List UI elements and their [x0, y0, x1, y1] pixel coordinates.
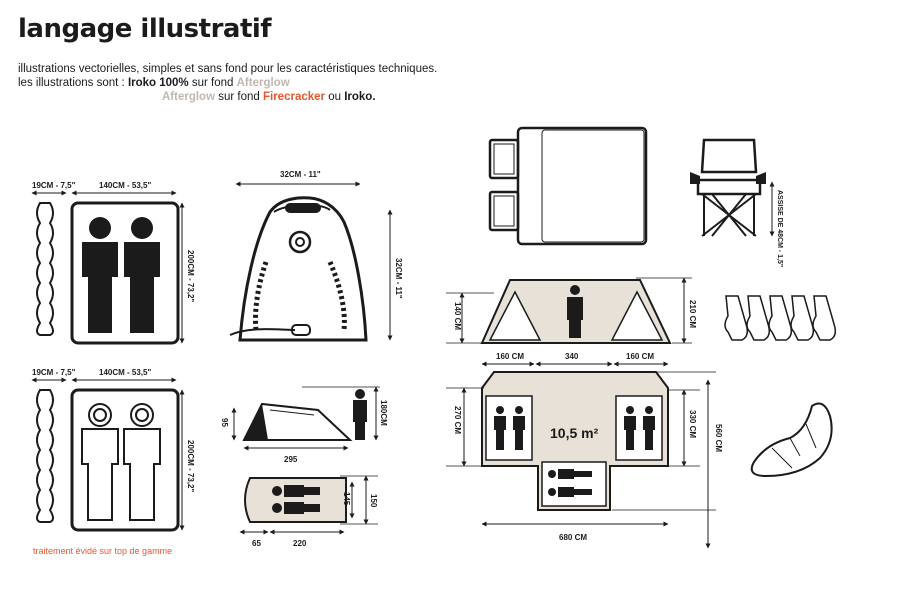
dim-label-thin-width: 19CM - 7,5"	[32, 181, 76, 190]
dim-label-floor-inner: 145	[342, 492, 351, 506]
bag-buckle	[291, 324, 311, 336]
sleeping-people-icon	[548, 469, 592, 497]
person-standing-icon	[353, 389, 367, 440]
socks-illustration	[724, 295, 837, 341]
small-tent-top-illustration: 145 150 65 220	[239, 475, 378, 548]
intro-sur-fond: sur fond	[188, 77, 237, 89]
dim-label-center-height: 210 CM	[688, 300, 697, 328]
dim-label-floor-outer: 150	[369, 494, 378, 508]
dim-label-total-width: 680 CM	[559, 533, 587, 542]
mattress-outline	[70, 201, 180, 345]
sleeping-people-icon	[272, 485, 320, 514]
dim-label-bag-width: 32CM - 11"	[280, 170, 321, 179]
intro-prefix: les illustrations sont :	[18, 77, 128, 89]
pillow-icon	[488, 190, 520, 232]
iroko-label-2: Iroko.	[344, 91, 376, 103]
chair-back	[700, 138, 758, 174]
person-outline-icon	[81, 403, 119, 521]
dim-label-depth-inner: 330 CM	[688, 410, 697, 438]
dim-label-main-width: 140CM - 53,5"	[99, 368, 151, 377]
intro-line-3: Afterglow sur fond Firecracker ou Iroko.	[18, 90, 437, 104]
pillow-inner	[493, 143, 515, 175]
tent-door-panel	[244, 404, 268, 440]
bag-top-handle	[285, 203, 321, 213]
bag-valve-icon	[288, 230, 312, 254]
dim-label-bag-height: 32CM - 11"	[394, 258, 403, 299]
dim-label-side-height: 140 CM	[453, 302, 462, 330]
dim-label-center-width: 340	[565, 352, 579, 361]
pillow-icon	[488, 138, 520, 180]
tent-window-right	[610, 290, 664, 341]
sock-icon	[746, 295, 771, 341]
dim-label-thin-width: 19CM - 7,5"	[32, 368, 76, 377]
folding-chair-illustration: ASSISE DE 48CM - 1,5"	[690, 138, 783, 267]
bedroom-bottom	[541, 461, 607, 507]
page-title: langage illustratif	[18, 14, 272, 44]
dim-label-seat-height: ASSISE DE 48CM - 1,5"	[776, 190, 783, 267]
mattress-bottom-illustration: 19CM - 7,5" 140CM - 53,5" 200CM - 73,2"	[31, 368, 195, 532]
chair-armrests	[690, 172, 766, 184]
bag-zipper-right	[327, 261, 347, 331]
intro-ou: ou	[325, 91, 345, 103]
big-tent-floorplan-illustration: 160 CM 340 160 CM 10,5 m² 270 CM 330 CM	[446, 352, 723, 549]
chair-legs	[701, 193, 757, 237]
chair-seat	[696, 178, 762, 196]
dim-label-room-left: 160 CM	[496, 352, 524, 361]
person-standing-icon	[567, 285, 583, 338]
dim-label-depth-total: 560 CM	[714, 424, 723, 452]
dim-label-person-height: 180CM	[379, 400, 388, 426]
floor-area-label: 10,5 m²	[550, 425, 599, 441]
afterglow-label-2: Afterglow	[162, 91, 216, 103]
footnote: traitement évidé sur top de gamme	[33, 546, 173, 556]
firecracker-label: Firecracker	[262, 91, 326, 103]
small-tent-side-illustration: 95 180CM 295	[220, 386, 388, 464]
dim-label-tent-length: 295	[284, 455, 298, 464]
thin-mattress-roll	[36, 389, 54, 523]
person-icon	[624, 406, 655, 450]
intro-line-2: les illustrations sont : Iroko 100% sur …	[18, 76, 437, 90]
iroko-label: Iroko 100%	[127, 77, 189, 89]
tent-ridge-line	[269, 409, 315, 416]
mattress-outline	[70, 388, 180, 532]
bag-valve-center	[295, 237, 305, 247]
intro-line-1: illustrations vectorielles, simples et s…	[18, 63, 438, 75]
ankle-sock-outline	[750, 402, 833, 478]
dim-label-main-width: 140CM - 53,5"	[99, 181, 151, 190]
sock-icon	[768, 295, 793, 341]
dim-label-tent-height: 95	[220, 418, 229, 427]
bedroom-right	[615, 395, 663, 461]
bag-outline	[516, 126, 648, 246]
ankle-sock-mesh	[771, 423, 817, 469]
ankle-sock-illustration	[750, 402, 833, 478]
person-icon	[124, 217, 160, 333]
packed-bag-illustration: 32CM - 11" 32CM - 11"	[229, 170, 403, 342]
dim-label-depth-left: 270 CM	[453, 406, 462, 434]
bedroom-left	[485, 395, 533, 461]
person-outline-icon	[123, 403, 161, 521]
sock-icon	[812, 295, 837, 341]
tent-window-left	[488, 290, 542, 341]
bag-zipper-left	[253, 261, 269, 331]
bag-strap	[229, 328, 296, 336]
dim-label-length: 200CM - 73,2"	[186, 440, 195, 492]
afterglow-label: Afterglow	[236, 77, 290, 89]
sock-icon	[790, 295, 815, 341]
person-icon	[82, 217, 118, 333]
thin-mattress-roll	[36, 202, 54, 336]
dim-label-length: 200CM - 73,2"	[186, 250, 195, 302]
double-sleeping-bag-illustration	[488, 126, 648, 246]
mattress-top-illustration: 19CM - 7,5" 140CM - 53,5" 200CM - 73,2"	[31, 181, 195, 345]
person-icon	[494, 406, 525, 450]
intro-text: illustrations vectorielles, simples et s…	[18, 62, 437, 104]
dim-label-floor-length: 220	[293, 539, 307, 548]
sock-icon	[724, 295, 749, 341]
pillow-inner	[493, 195, 515, 227]
intro-sur-fond-2: sur fond	[215, 91, 263, 103]
dim-label-room-right: 160 CM	[626, 352, 654, 361]
bag-body	[238, 196, 368, 342]
big-tent-front-illustration: 140 CM 210 CM	[446, 277, 697, 344]
bag-inner	[541, 129, 645, 243]
dim-label-vestibule: 65	[252, 539, 261, 548]
